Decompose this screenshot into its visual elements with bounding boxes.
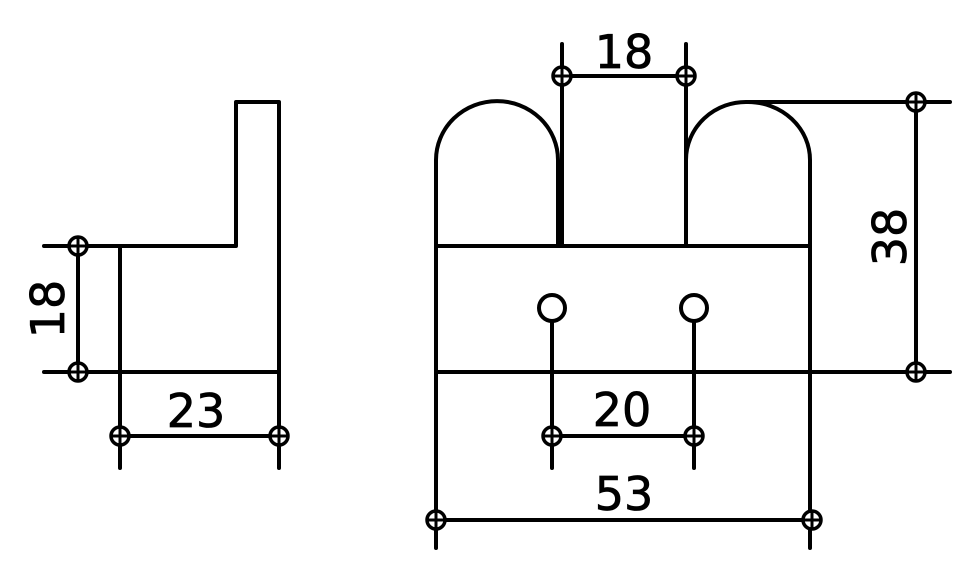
overall-width-label: 53 (595, 467, 654, 521)
dimension-marker (425, 509, 447, 531)
dimension-marker (683, 425, 705, 447)
mounting-hole-right (679, 293, 709, 323)
dimension-marker (67, 235, 89, 257)
front-view: 18 38 20 53 (425, 25, 952, 550)
dimension-marker (109, 425, 131, 447)
dimension-marker (268, 425, 290, 447)
slot-width-label: 18 (595, 25, 654, 79)
side-width-label: 23 (167, 384, 226, 438)
front-height-label: 38 (863, 208, 917, 267)
dimension-marker (551, 65, 573, 87)
hole-spacing-label: 20 (593, 383, 652, 437)
dimension-marker (801, 509, 823, 531)
side-height-label: 18 (21, 280, 75, 339)
dimension-marker (905, 91, 927, 113)
side-view-profile (118, 100, 281, 470)
mounting-hole-left (537, 293, 567, 323)
dimension-marker (675, 65, 697, 87)
dimension-marker (905, 361, 927, 383)
dimension-marker (541, 425, 563, 447)
side-view: 18 23 (21, 100, 290, 470)
dimension-marker (67, 361, 89, 383)
